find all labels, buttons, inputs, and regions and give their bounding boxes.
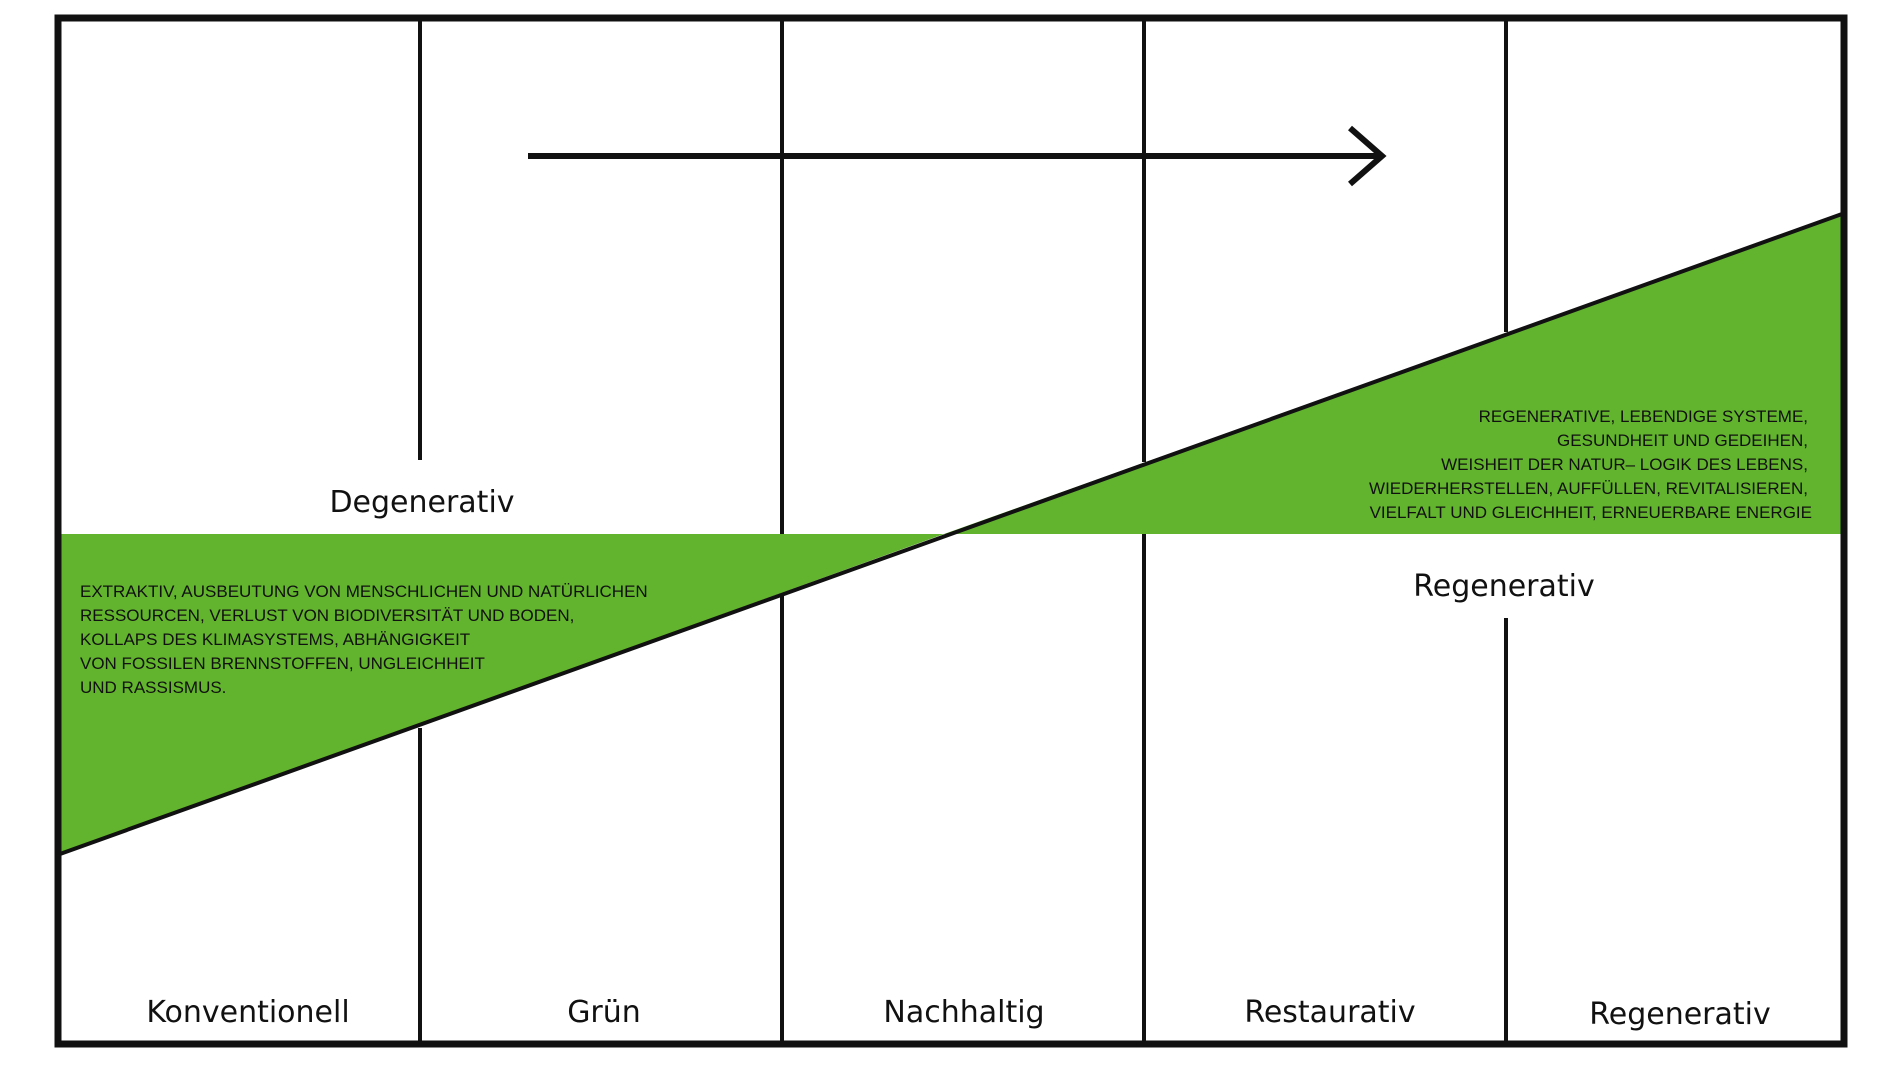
arrow-right-icon: [528, 125, 1387, 187]
stage-label-regenerativ: Regenerativ: [1589, 997, 1771, 1032]
degenerative-description-line: UND RASSISMUS.: [80, 678, 226, 697]
degenerative-description-line: RESSOURCEN, VERLUST VON BIODIVERSITÄT UN…: [80, 606, 574, 625]
regenerative-description-line: REGENERATIVE, LEBENDIGE SYSTEME,: [1479, 407, 1808, 426]
outer-frame: [54, 14, 1848, 1048]
regenerative-description-line: WIEDERHERSTELLEN, AUFFÜLLEN, REVITALISIE…: [1369, 479, 1808, 498]
regenerative-description: REGENERATIVE, LEBENDIGE SYSTEME, GESUNDH…: [1369, 407, 1812, 522]
stage-label-gruen: Grün: [567, 995, 641, 1030]
zone-label-degenerative: Degenerativ: [329, 485, 514, 520]
degenerative-description-line: EXTRAKTIV, AUSBEUTUNG VON MENSCHLICHEN U…: [80, 582, 648, 601]
degenerative-description-line: KOLLAPS DES KLIMASYSTEMS, ABHÄNGIGKEIT: [80, 630, 470, 649]
regenerative-description-line: GESUNDHEIT UND GEDEIHEN,: [1557, 431, 1808, 450]
transition-line: [59, 212, 1843, 856]
zone-label-regenerative: Regenerativ: [1413, 569, 1595, 604]
regenerative-description-line: VIELFALT UND GLEICHHEIT, ERNEUERBARE ENE…: [1370, 503, 1812, 522]
degenerative-description-line: VON FOSSILEN BRENNSTOFFEN, UNGLEICHHEIT: [80, 654, 485, 673]
stage-label-konventionell: Konventionell: [146, 995, 349, 1030]
stage-label-restaurativ: Restaurativ: [1244, 995, 1415, 1030]
degenerative-description: EXTRAKTIV, AUSBEUTUNG VON MENSCHLICHEN U…: [80, 582, 648, 697]
stage-label-nachhaltig: Nachhaltig: [883, 995, 1044, 1030]
regenerative-description-line: WEISHEIT DER NATUR– LOGIK DES LEBENS,: [1441, 455, 1808, 474]
